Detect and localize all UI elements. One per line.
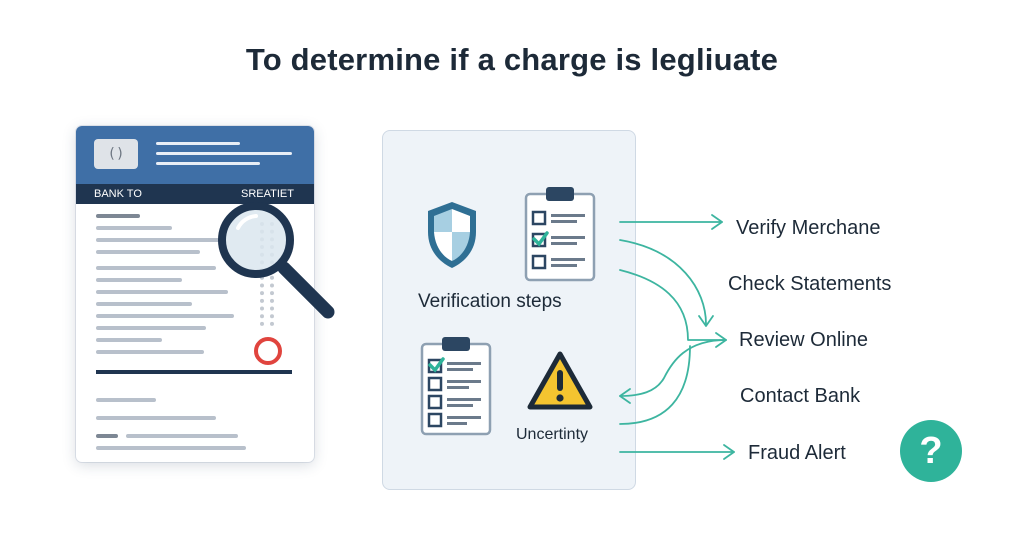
step-check-statements: Check Statements — [728, 273, 892, 295]
text-line — [96, 266, 216, 270]
text-line — [96, 278, 182, 282]
checklist-icon — [524, 187, 596, 282]
text-line — [96, 338, 162, 342]
text-line — [96, 290, 228, 294]
page-title: To determine if a charge is legliuate — [245, 42, 779, 77]
header-line — [156, 142, 240, 145]
text-line — [96, 238, 226, 242]
uncertainty-label: Uncertinty — [516, 426, 589, 443]
step-contact-bank: Contact Bank — [740, 385, 861, 407]
text-line — [96, 214, 140, 218]
header-line — [156, 152, 292, 155]
text-line — [96, 350, 204, 354]
shield-icon — [428, 202, 476, 268]
statement-bar: BANK TO SREATIET — [76, 184, 314, 204]
text-line — [96, 434, 118, 438]
bank-chip-icon: () — [94, 139, 138, 169]
warning-icon — [527, 351, 593, 410]
step-fraud-alert: Fraud Alert — [748, 442, 846, 464]
checklist-icon — [420, 337, 492, 436]
help-icon: ? — [900, 420, 962, 482]
text-line — [126, 434, 238, 438]
statement-label: SREATIET — [241, 188, 294, 200]
statement-divider — [96, 370, 292, 374]
bank-statement-document: () BANK TO SREATIET — [76, 126, 314, 462]
step-verify-merchant: Verify Merchane — [736, 217, 881, 239]
statement-header: () — [76, 126, 314, 184]
magnifier-icon — [218, 202, 335, 319]
step-review-online: Review Online — [739, 329, 868, 351]
header-line — [156, 162, 260, 165]
text-line — [96, 398, 156, 402]
text-line — [96, 416, 216, 420]
text-line — [96, 226, 172, 230]
text-line — [96, 446, 246, 450]
text-line — [96, 302, 192, 306]
text-line — [96, 314, 234, 318]
flagged-charge-marker — [254, 337, 282, 365]
text-line — [96, 250, 200, 254]
bank-label: BANK TO — [94, 188, 142, 200]
verification-steps-label: Verification steps — [418, 291, 562, 312]
text-line — [96, 326, 206, 330]
